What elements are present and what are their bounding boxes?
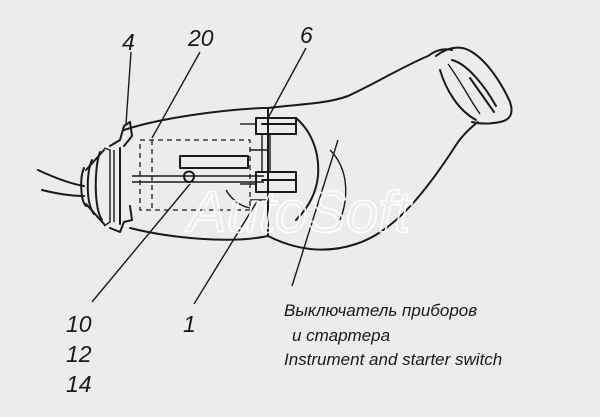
cable [37, 169, 85, 197]
leader-6 [267, 47, 307, 119]
lever-shell [267, 48, 479, 251]
caption-line-3: Instrument and starter switch [284, 350, 502, 369]
leader-20 [151, 51, 201, 139]
housing-nut [109, 121, 133, 233]
callout-4: 4 [122, 29, 135, 55]
callout-6: 6 [300, 22, 313, 48]
callout-14: 14 [66, 371, 92, 397]
callout-12: 12 [66, 341, 92, 367]
leader-1 [193, 199, 259, 305]
leader-4 [125, 51, 132, 125]
leader-lines [91, 47, 339, 305]
leader-10 [91, 183, 191, 303]
caption-line-2: и стартера [292, 326, 390, 345]
caption-line-1: Выключатель приборов [284, 301, 477, 320]
watermark: AutoSoft [185, 180, 413, 245]
cable-boot [80, 147, 111, 227]
contact-block [240, 117, 297, 193]
callout-20: 20 [187, 25, 214, 51]
lever-cap [435, 46, 513, 125]
switch-body [123, 107, 269, 241]
leader-caption [291, 139, 339, 287]
callout-10: 10 [66, 311, 92, 337]
callout-1: 1 [183, 311, 196, 337]
